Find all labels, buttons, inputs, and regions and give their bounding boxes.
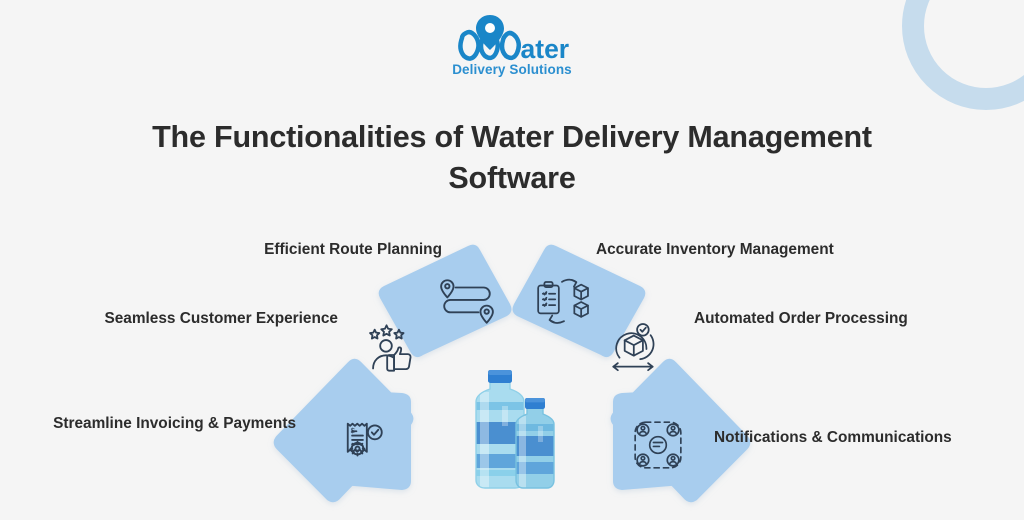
petal-label-inventory: Accurate Inventory Management [596,241,834,258]
page-title: The Functionalities of Water Delivery Ma… [152,120,872,195]
location-pin-w-logo-icon: ater [451,14,573,64]
petal-diagram: $ [0,196,1024,520]
petal-label-order-processing: Automated Order Processing [694,310,908,327]
svg-text:ater: ater [521,34,570,62]
petal-customer-experience [273,358,414,503]
network-message-nodes-icon [631,418,685,472]
winding-route-pins-icon [438,276,496,328]
petal-route-planning [378,244,512,358]
petal-inventory [512,244,646,358]
petal-shapes [273,244,751,503]
petal-label-customer-experience: Seamless Customer Experience [104,310,338,327]
brand-logo: ater Delivery Solutions [0,14,1024,77]
petal-label-route-planning: Efficient Route Planning [264,241,442,258]
box-check-cycle-icon [605,321,663,375]
brand-tagline: Delivery Solutions [452,62,572,77]
petal-label-invoicing: Streamline Invoicing & Payments [53,415,296,432]
invoice-receipt-icon: $ [338,415,390,467]
petal-label-notifications: Notifications & Communications [714,429,952,446]
customer-thumbs-up-stars-icon [365,320,421,376]
svg-text:$: $ [351,426,356,435]
petal-notifications [613,389,703,490]
clipboard-boxes-cycle-icon [533,275,595,329]
water-gallon-bottles-icon [452,362,576,494]
